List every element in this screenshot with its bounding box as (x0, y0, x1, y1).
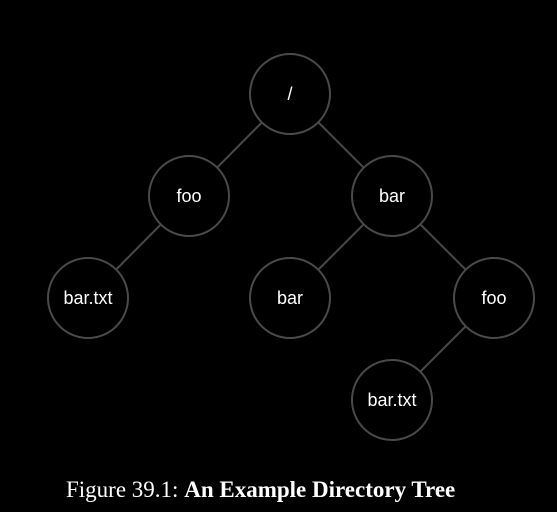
tree-node: bar.txt (47, 257, 129, 339)
node-circle (249, 257, 331, 339)
node-circle (453, 257, 535, 339)
figure-caption: Figure 39.1: An Example Directory Tree (66, 477, 546, 503)
tree-node: bar (249, 257, 331, 339)
tree-node: foo (148, 155, 230, 237)
tree-node: foo (453, 257, 535, 339)
tree-edge (419, 325, 467, 373)
node-label: / (287, 84, 292, 104)
node-circle (351, 155, 433, 237)
tree-edge (216, 121, 263, 169)
tree-nodes: / foo bar bar.txt bar foo bar.txt (47, 53, 535, 441)
tree-edges (115, 121, 467, 373)
tree-node: bar.txt (351, 359, 433, 441)
node-label: bar (379, 186, 405, 206)
caption-prefix: Figure 39.1: (66, 477, 179, 502)
node-circle (351, 359, 433, 441)
node-label: bar.txt (367, 390, 416, 410)
tree-edge (317, 223, 365, 271)
tree-node: / (249, 53, 331, 135)
tree-edge (317, 121, 365, 169)
node-circle (249, 53, 331, 135)
node-label: foo (176, 186, 201, 206)
tree-edge (419, 223, 467, 271)
node-label: bar (277, 288, 303, 308)
tree-node: bar (351, 155, 433, 237)
tree-edge (115, 223, 162, 271)
directory-tree-diagram: / foo bar bar.txt bar foo bar.txt (47, 53, 535, 441)
node-circle (47, 257, 129, 339)
node-label: bar.txt (63, 288, 112, 308)
caption-title: An Example Directory Tree (184, 477, 456, 502)
node-label: foo (481, 288, 506, 308)
node-circle (148, 155, 230, 237)
